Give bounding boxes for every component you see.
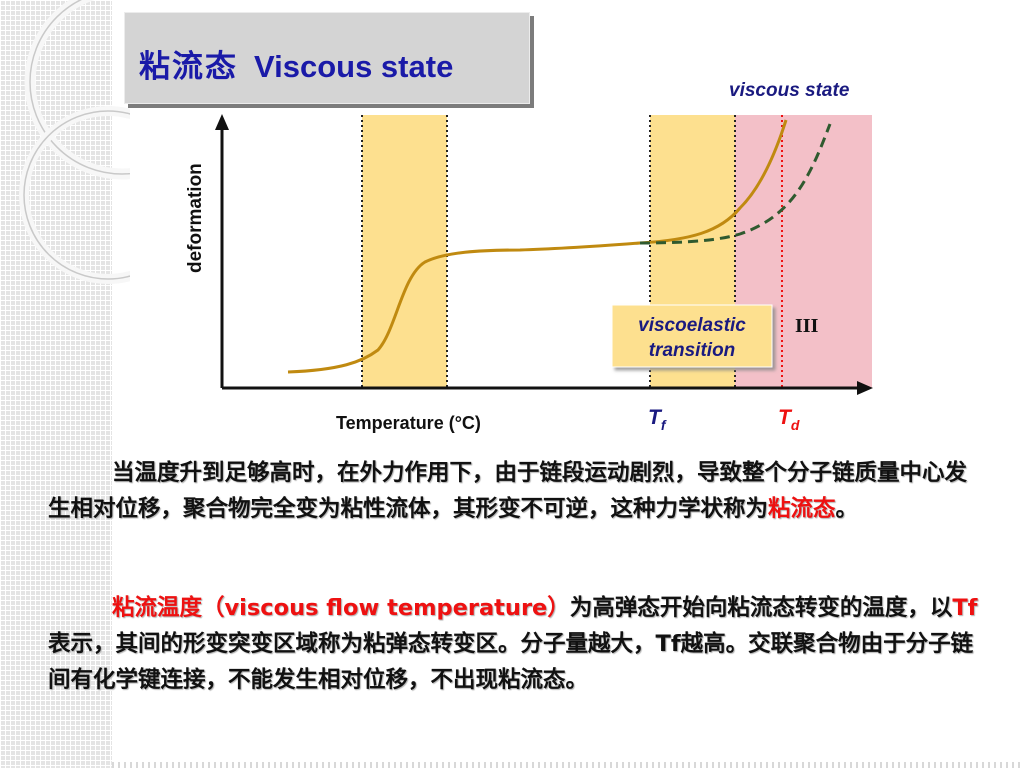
paragraph2-highlight-term: 粘流温度（viscous flow temperature） [112, 595, 570, 621]
title-box: 粘流态 Viscous state [124, 12, 530, 104]
deformation-curve [287, 119, 788, 374]
td-label: Td [778, 406, 800, 433]
td-subscript: d [791, 417, 800, 433]
x-axis-label: Temperature (°C) [336, 413, 481, 433]
bottom-border [112, 762, 1024, 768]
tf-subscript: f [661, 417, 667, 433]
title-english: Viscous state [254, 49, 454, 84]
callout-line1: viscoelastic [638, 315, 746, 336]
paragraph1-text: 当温度升到足够高时，在外力作用下，由于链段运动剧烈，导致整个分子链质量中心发生相… [48, 460, 968, 522]
x-axis-arrow [857, 381, 873, 395]
paragraph1-end: 。 [835, 496, 859, 522]
tf-label: Tf [648, 406, 667, 433]
viscous-state-diagram: deformation Temperature (°C) viscous sta… [185, 80, 873, 433]
y-axis-arrow [215, 114, 229, 130]
paragraph-flow-temperature: 粘流温度（viscous flow temperature）为高弹态开始向粘流态… [48, 590, 978, 698]
region-numeral: III [795, 315, 819, 337]
y-axis-label: deformation [185, 163, 206, 273]
decorative-rings [19, 0, 130, 284]
viscoelastic-callout-box [611, 304, 773, 368]
tf-main: T [648, 406, 663, 429]
viscous-state-label: viscous state [729, 80, 850, 101]
glass-transition-band [362, 115, 447, 388]
callout-line2: transition [649, 340, 736, 361]
td-main: T [778, 406, 793, 429]
paragraph1-highlight: 粘流态 [768, 496, 836, 522]
paragraph2-text-b: 表示，其间的形变突变区域称为粘弹态转变区。分子量越大，Tf越高。交联聚合物由于分… [48, 631, 974, 693]
paragraph2-highlight-tf: Tf [952, 595, 978, 621]
paragraph2-text-a: 为高弹态开始向粘流态转变的温度，以 [569, 595, 953, 621]
paragraph-viscous-state: 当温度升到足够高时，在外力作用下，由于链段运动剧烈，导致整个分子链质量中心发生相… [48, 455, 978, 527]
title-chinese: 粘流态 [139, 49, 238, 85]
crosslinked-dashed-curve [639, 123, 832, 245]
slide-title: 粘流态 Viscous state [139, 41, 453, 86]
